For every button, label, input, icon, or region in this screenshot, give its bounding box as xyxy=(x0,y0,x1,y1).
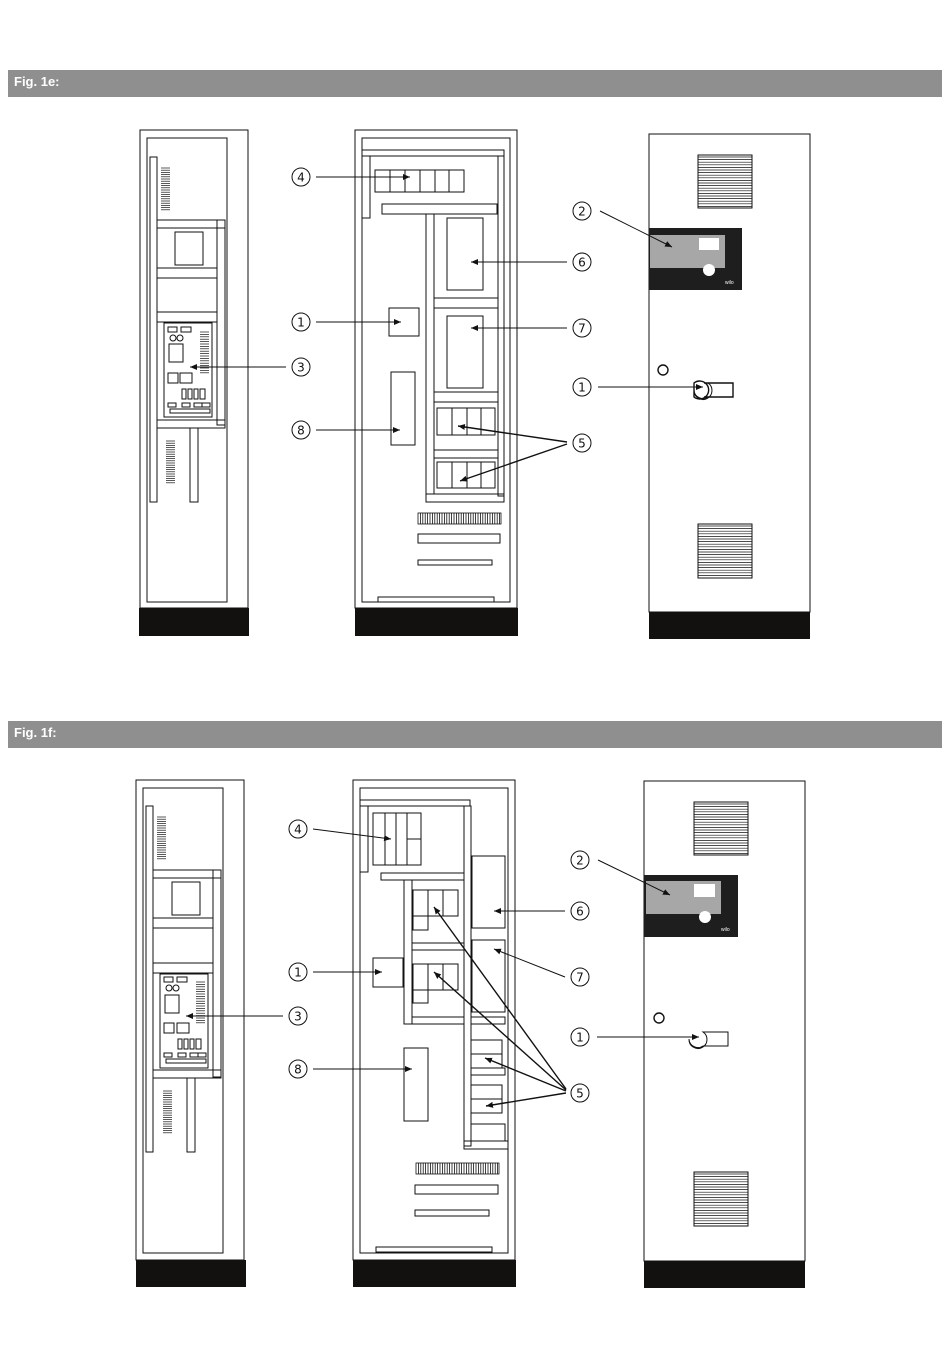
figure-1f: wilo 4 1 8 3 2 6 xyxy=(135,779,806,1288)
fig1f-front-view: wilo xyxy=(643,780,806,1288)
brand-logo-1f: wilo xyxy=(721,927,730,933)
fig1e-front-view: wilo xyxy=(648,133,811,639)
callout-8-1f: 8 xyxy=(294,1063,302,1077)
figure-1e: wilo 4 1 8 3 2 6 xyxy=(139,129,811,639)
figure-1e-label: Fig. 1e: xyxy=(14,74,60,89)
callout-6-1f: 6 xyxy=(576,905,584,919)
figure-1f-header: Fig. 1f: xyxy=(8,721,942,748)
callout-5-1f: 5 xyxy=(576,1087,584,1101)
fig1f-callouts: 4 1 8 3 2 6 7 1 5 xyxy=(186,819,699,1108)
figure-1e-header: Fig. 1e: xyxy=(8,70,942,97)
main-switch-icon-1f xyxy=(688,1031,729,1049)
fig1e-side-view xyxy=(139,129,249,636)
fig1e-interior-view xyxy=(354,129,518,636)
callout-8: 8 xyxy=(297,424,305,438)
callout-1-1f: 1 xyxy=(294,966,302,980)
main-switch-icon xyxy=(693,382,734,400)
fig1e-callouts: 4 1 8 3 2 6 7 1 5 xyxy=(190,167,703,482)
callout-2-1f: 2 xyxy=(576,854,584,868)
callout-7: 7 xyxy=(578,322,586,336)
callout-3: 3 xyxy=(297,361,305,375)
figure-1f-label: Fig. 1f: xyxy=(14,725,57,740)
callout-4-1f: 4 xyxy=(294,823,302,837)
callout-1: 1 xyxy=(297,316,305,330)
callout-1-front: 1 xyxy=(578,381,586,395)
callout-5: 5 xyxy=(578,437,586,451)
callout-7-1f: 7 xyxy=(576,971,584,985)
callout-4: 4 xyxy=(297,171,305,185)
fig1f-interior-view xyxy=(352,779,516,1287)
callout-3-1f: 3 xyxy=(294,1010,302,1024)
brand-logo: wilo xyxy=(725,280,734,286)
callout-1-front-1f: 1 xyxy=(576,1031,584,1045)
fig1f-side-view xyxy=(135,779,246,1287)
callout-2: 2 xyxy=(578,205,586,219)
callout-6: 6 xyxy=(578,256,586,270)
